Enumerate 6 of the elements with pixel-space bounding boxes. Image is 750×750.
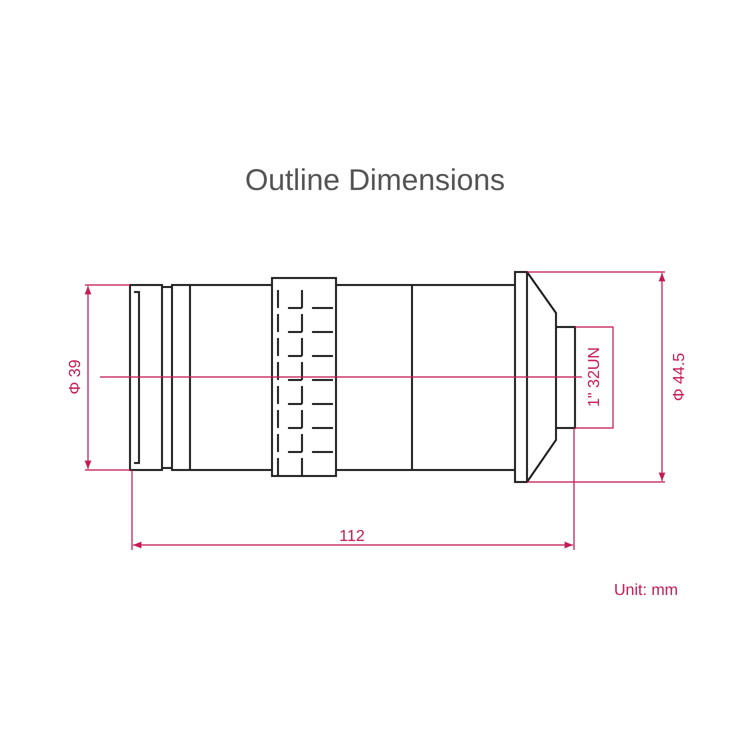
dimension-label: Φ 39 bbox=[68, 360, 84, 394]
unit-note: Unit: mm bbox=[614, 583, 678, 599]
dimension-label: 112 bbox=[339, 529, 365, 545]
dimension-label: Φ 44.5 bbox=[672, 352, 688, 402]
title: Outline Dimensions bbox=[244, 163, 506, 199]
dimension-label: 1" 32UN bbox=[587, 347, 603, 407]
